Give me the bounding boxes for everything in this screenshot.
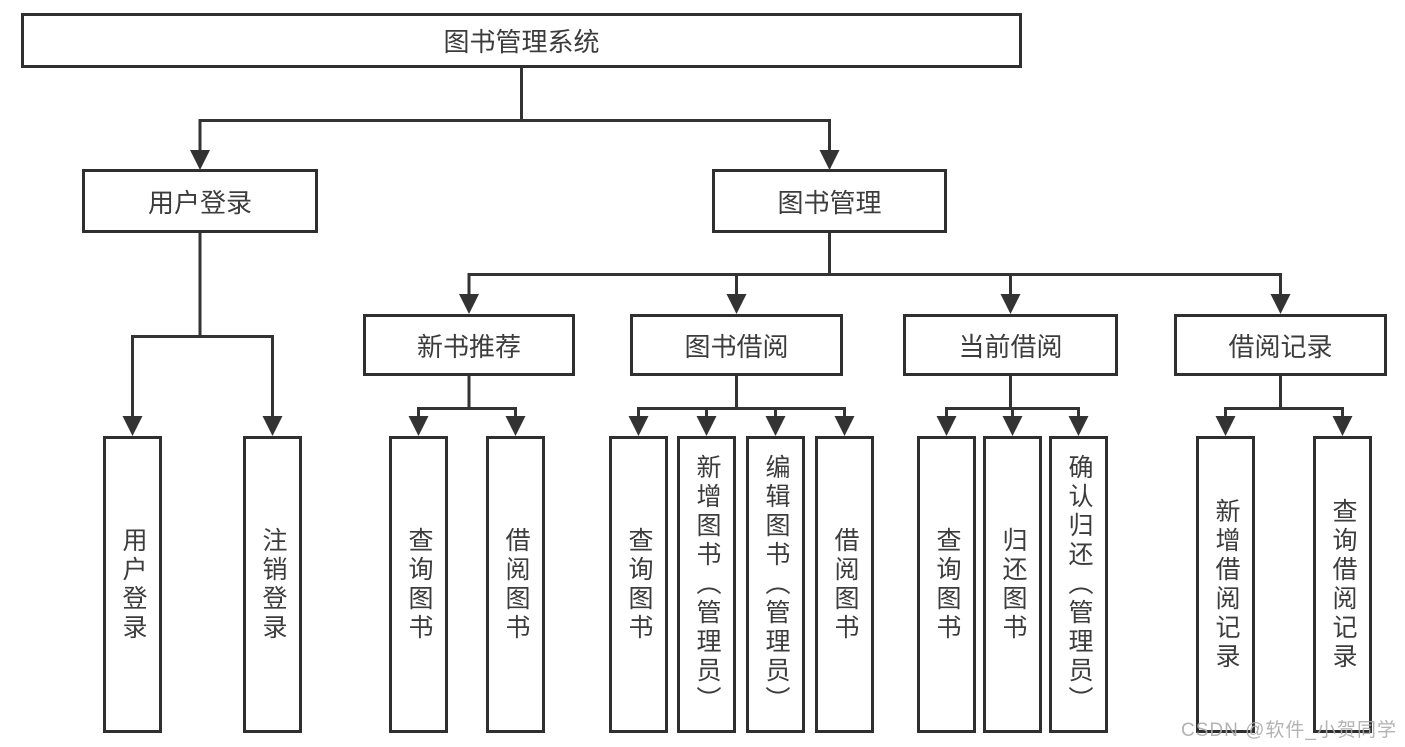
arrowhead-icon <box>628 416 855 436</box>
connector-user-login-to-leaves <box>122 231 283 436</box>
connector-root-to-level2 <box>190 66 840 170</box>
leaf-query-books-borrow: 查询图书 <box>609 436 668 733</box>
connector-book-borrow-to-leaves <box>628 374 855 436</box>
leaf-return-book: 归还图书 <box>983 436 1042 733</box>
connector-borrow-record-to-leaves <box>1215 374 1353 436</box>
node-new-book-recommend: 新书推荐 <box>363 314 575 376</box>
node-book-borrow: 图书借阅 <box>630 314 843 376</box>
leaf-confirm-return-admin: 确认归还（管理员） <box>1049 436 1108 733</box>
connector-current-borrow-to-leaves <box>936 374 1089 436</box>
leaf-edit-book-admin: 编辑图书（管理员） <box>746 436 805 733</box>
node-root: 图书管理系统 <box>21 13 1022 68</box>
arrowhead-icon <box>936 416 1089 436</box>
node-current-borrow: 当前借阅 <box>903 314 1118 376</box>
connector-new-book-recommend-to-leaves <box>408 374 526 436</box>
leaf-query-borrow-record: 查询借阅记录 <box>1313 436 1372 733</box>
arrowhead-icon <box>459 294 1291 314</box>
leaf-query-books-current: 查询图书 <box>917 436 976 733</box>
leaf-add-borrow-record: 新增借阅记录 <box>1196 436 1255 733</box>
watermark: CSDN @软件_小贺同学 <box>1181 720 1397 741</box>
node-borrow-record: 借阅记录 <box>1174 314 1387 376</box>
leaf-user-login: 用户登录 <box>103 436 162 733</box>
arrowhead-icon <box>1215 416 1353 436</box>
leaf-add-book-admin: 新增图书（管理员） <box>677 436 736 733</box>
node-book-management: 图书管理 <box>712 169 947 233</box>
leaf-borrow-books-recommend: 借阅图书 <box>486 436 545 733</box>
leaf-query-books-recommend: 查询图书 <box>389 436 448 733</box>
node-user-login: 用户登录 <box>82 169 318 233</box>
arrowhead-icon <box>190 150 840 170</box>
arrowhead-icon <box>122 416 283 436</box>
leaf-logout: 注销登录 <box>243 436 302 733</box>
connector-book-management-to-level3 <box>459 231 1291 314</box>
leaf-borrow-books: 借阅图书 <box>815 436 874 733</box>
arrowhead-icon <box>408 416 526 436</box>
